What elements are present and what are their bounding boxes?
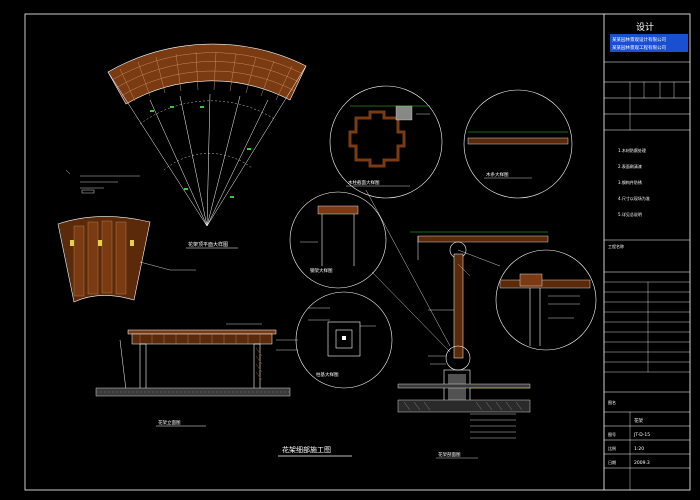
title-block: 设计 某某园林景观设计有限公司 某某园林景观工程有限公司 1.木材防腐处理 2.… <box>604 21 690 490</box>
note-2: 2.表面刷清漆 <box>618 163 642 169</box>
note-5: 5.详见总说明 <box>618 211 642 217</box>
joint-detail <box>457 249 597 351</box>
drawing-no-label: 图号 <box>608 431 616 437</box>
fan-construction-arcs <box>139 100 277 171</box>
beam-elevation-view: 花架立面图 <box>95 323 298 427</box>
section-view: 花架剖面图 <box>397 231 549 459</box>
note-3: 3.钢构件防锈 <box>618 179 642 185</box>
drawing-border <box>24 13 691 491</box>
post-section-detail: 木柱截面大样图 <box>329 85 443 199</box>
fan-dimension-marks <box>150 106 251 198</box>
detail-callout-line-2 <box>371 271 451 353</box>
base-detail-label: 柱基大样图 <box>316 371 339 378</box>
scale-value: 1:20 <box>634 446 644 452</box>
note-1: 1.木材防腐处理 <box>618 147 646 153</box>
base-detail: 柱基大样图 <box>295 291 393 389</box>
drawing-name-label: 图名 <box>608 399 616 405</box>
fan-plan-view: 花架顶平面大样图 <box>107 43 307 249</box>
scale-label: 比例 <box>608 445 616 451</box>
note-4: 4.尺寸以现场为准 <box>618 195 650 201</box>
company-line-1: 某某园林景观设计有限公司 <box>612 36 666 43</box>
small-plan-view <box>57 216 196 303</box>
frame-detail: 钢架大样图 <box>289 191 387 289</box>
project-name-label: 工程名称 <box>608 243 624 249</box>
fan-arc-rings <box>111 52 304 97</box>
post-section-label: 木柱截面大样图 <box>348 179 380 186</box>
beam-elevation-label: 花架立面图 <box>158 419 181 426</box>
drawing-name-value: 花架 <box>634 417 643 424</box>
fan-plan-label: 花架顶平面大样图 <box>188 241 228 248</box>
company-logo: 设计 <box>636 21 654 33</box>
timber-strip-detail: 木条大样图 <box>463 89 573 199</box>
fan-wood-band <box>107 43 307 105</box>
main-title: 花架细部施工图 <box>282 445 331 454</box>
left-notes <box>65 169 140 194</box>
frame-detail-label: 钢架大样图 <box>310 267 333 274</box>
date-label: 日期 <box>608 459 616 465</box>
drawing-no-value: JT-D-15 <box>633 432 650 438</box>
timber-strip-label: 木条大样图 <box>486 171 509 178</box>
company-line-2: 某某园林景观工程有限公司 <box>612 44 666 51</box>
detail-callout-line <box>365 189 451 347</box>
fan-radials <box>107 65 307 227</box>
date-value: 2009.3 <box>634 460 650 466</box>
section-label: 花架剖面图 <box>438 451 461 458</box>
